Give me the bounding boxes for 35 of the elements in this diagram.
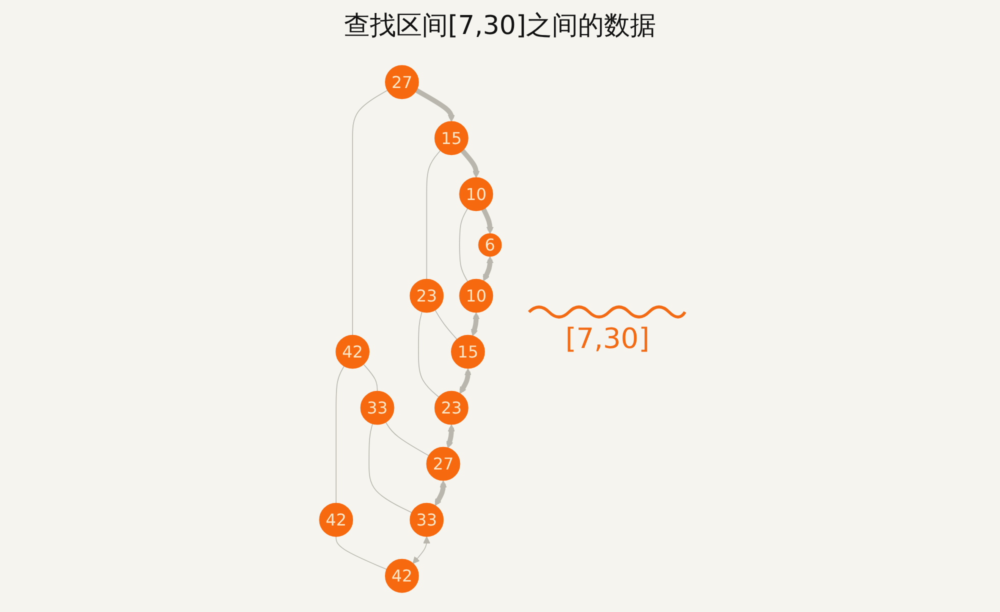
connector [352, 89, 388, 336]
connector [426, 150, 440, 280]
node-circle: 33 [360, 390, 394, 424]
arrow [446, 424, 455, 448]
node-circle: 23 [434, 390, 468, 424]
arrow [412, 536, 430, 564]
connector [458, 208, 468, 282]
node-circle: 42 [318, 502, 353, 536]
connector [418, 310, 439, 398]
node-circle: 42 [335, 334, 370, 368]
arrow [414, 88, 455, 122]
arrow [460, 148, 480, 178]
connector [384, 421, 429, 456]
node-circle: 10 [458, 176, 493, 211]
connector [368, 422, 412, 513]
node-circle: 10 [458, 278, 493, 312]
node-circle: 23 [409, 278, 444, 312]
arrow [458, 368, 472, 394]
node-circle: 15 [450, 334, 484, 368]
arrow [470, 312, 480, 336]
node-circle: 6 [478, 232, 502, 256]
node-circle: 27 [384, 64, 418, 99]
connector [335, 365, 344, 504]
node-circle: 33 [409, 502, 444, 536]
arrow [480, 207, 494, 234]
connector [335, 536, 387, 570]
range-label: [7,30] [565, 322, 650, 355]
node-circle: 15 [434, 120, 468, 155]
arrow [482, 256, 494, 281]
node-circle: 42 [384, 558, 418, 592]
arrow [434, 480, 446, 506]
connector [434, 309, 457, 340]
node-circle: 27 [426, 446, 460, 480]
title: 查找区间[7,30]之间的数据 [344, 10, 656, 43]
connector [362, 363, 378, 392]
